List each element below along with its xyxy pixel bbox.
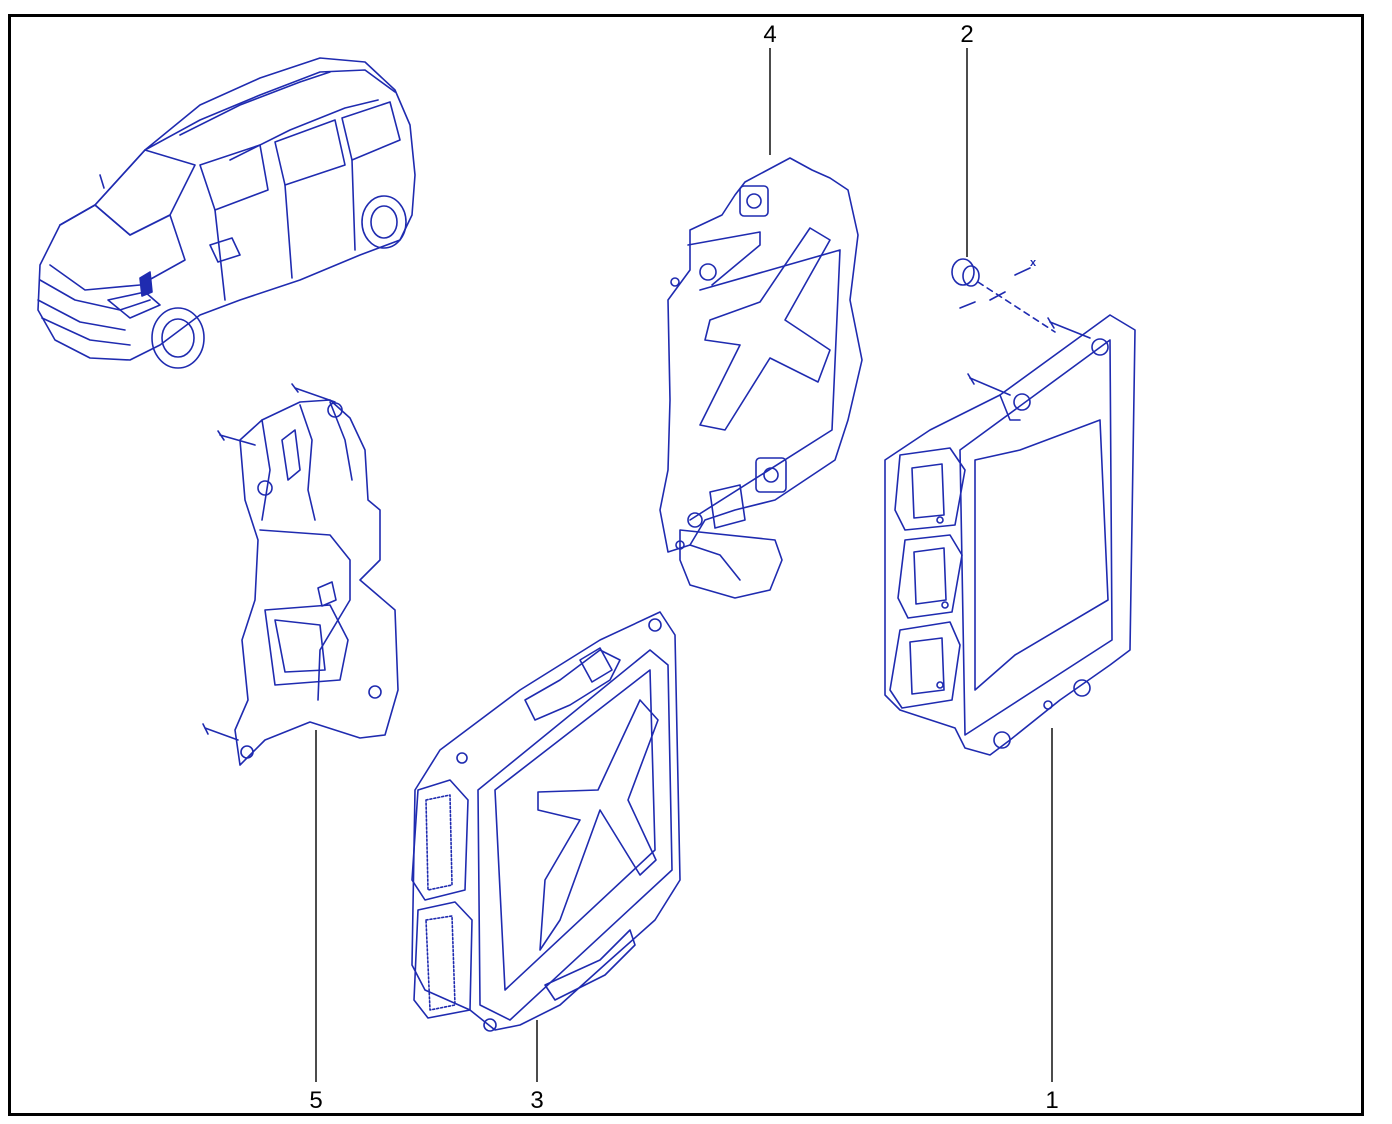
- part-1-ecu: [884, 314, 1136, 756]
- part-2-nut: [951, 258, 1056, 333]
- diagram-frame: [8, 14, 1364, 1116]
- callout-5: 5: [309, 1087, 322, 1114]
- part-3-ecu: [411, 611, 681, 1032]
- callout-1: 1: [1045, 1087, 1058, 1114]
- direction-mark: x: [1030, 257, 1037, 269]
- callout-4: 4: [763, 21, 776, 48]
- part-4-mounting-plate: [659, 157, 863, 599]
- part-5-bracket: [202, 383, 399, 766]
- leader-lines: [315, 48, 1053, 1082]
- callout-3: 3: [530, 1087, 543, 1114]
- vehicle-illustration: [37, 57, 416, 369]
- callout-2: 2: [960, 21, 973, 48]
